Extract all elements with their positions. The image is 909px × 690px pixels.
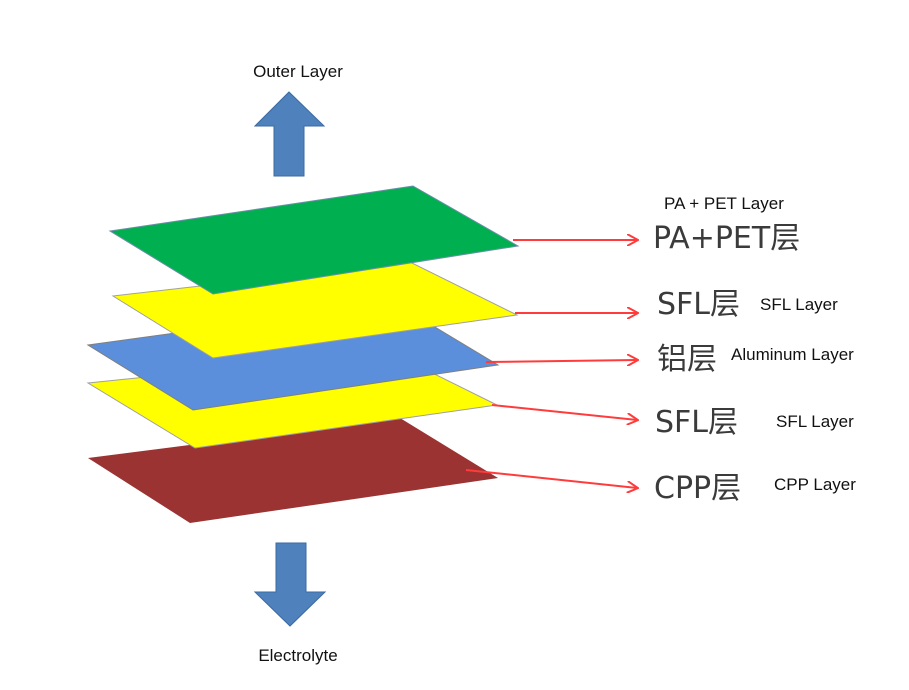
sfl-upper-chinese-label: SFL层	[657, 287, 740, 322]
aluminum-english-label: Aluminum Layer	[731, 345, 854, 364]
cpp-english-label: CPP Layer	[774, 475, 856, 494]
connector-aluminum	[485, 360, 637, 362]
up-arrow-icon	[253, 91, 326, 177]
down-arrow-icon	[253, 542, 327, 627]
pa-pet-chinese-label: PA+PET层	[653, 221, 800, 256]
outer-layer-label: Outer Layer	[253, 62, 343, 81]
sfl-upper-english-label: SFL Layer	[760, 295, 838, 314]
layer-pa-pet	[108, 185, 520, 295]
cpp-chinese-label: CPP层	[654, 471, 741, 506]
aluminum-chinese-label: 铝层	[657, 342, 717, 377]
connector-cpp	[465, 469, 637, 488]
sfl-lower-chinese-label: SFL层	[655, 405, 738, 440]
electrolyte-label: Electrolyte	[258, 646, 337, 665]
pa-pet-english-label: PA + PET Layer	[664, 194, 784, 213]
connector-sfl-lower	[491, 404, 637, 420]
sfl-lower-english-label: SFL Layer	[776, 412, 854, 431]
layer-cpp	[88, 418, 498, 523]
